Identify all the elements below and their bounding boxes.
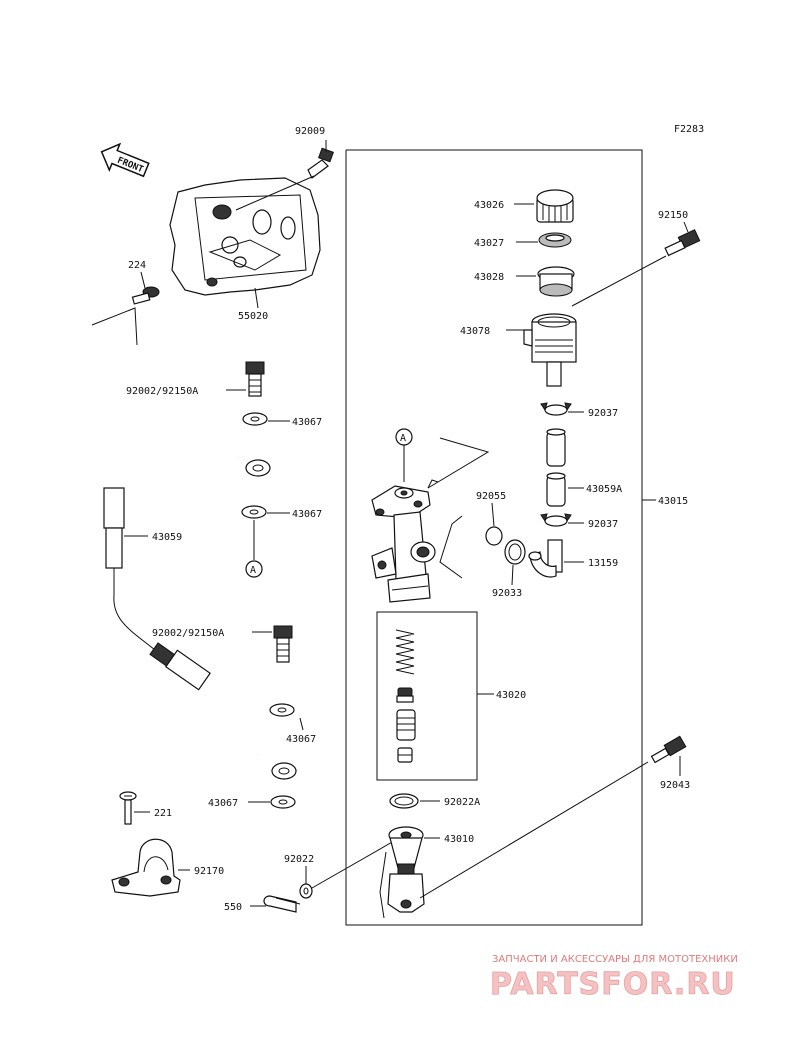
label-92170: 92170 xyxy=(194,866,224,877)
label-43026: 43026 xyxy=(474,200,504,211)
label-221: 221 xyxy=(154,808,172,819)
brake-hose-upper xyxy=(103,416,271,651)
elbow-fitting-13159 xyxy=(528,539,563,578)
label-43015: 43015 xyxy=(658,496,688,507)
circlip-92022A xyxy=(389,793,419,809)
label-13159: 13159 xyxy=(588,558,618,569)
cotter-pin-550 xyxy=(263,895,301,913)
piston-kit-43020-box xyxy=(376,611,478,781)
label-92055: 92055 xyxy=(476,491,506,502)
push-rod-43010 xyxy=(387,826,425,913)
washer-92022 xyxy=(299,883,313,899)
spring xyxy=(395,629,415,675)
primary-cup xyxy=(396,687,414,703)
bolt-224 xyxy=(131,286,160,305)
diaphragm-43028 xyxy=(537,266,575,297)
label-92043: 92043 xyxy=(660,780,690,791)
label-92009: 92009 xyxy=(295,126,325,137)
figure-code: F2283 xyxy=(674,124,704,135)
o-ring-92055 xyxy=(485,526,503,546)
label-92022A: 92022A xyxy=(444,797,480,808)
clip-92037-b xyxy=(540,513,572,527)
guard-plate-55020 xyxy=(169,177,321,296)
label-43067-c: 43067 xyxy=(286,734,316,745)
front-arrow-icon: FRONT xyxy=(100,142,150,178)
label-92037-a: 92037 xyxy=(588,408,618,419)
secondary-cup xyxy=(397,747,413,763)
label-92150: 92150 xyxy=(658,210,688,221)
label-92002-bottom: 92002/92150A xyxy=(152,628,224,639)
brake-hose-lower xyxy=(149,642,297,780)
label-55020: 55020 xyxy=(238,311,268,322)
washer-43067-d xyxy=(270,795,296,809)
watermark-logo: ЗАПЧАСТИ И АКСЕССУАРЫ ДЛЯ МОТОТЕХНИКИ PA… xyxy=(490,954,738,1002)
label-43059: 43059 xyxy=(152,532,182,543)
clamp-92170 xyxy=(111,838,181,897)
banjo-bolt-top xyxy=(245,361,265,397)
ref-circle-a-center: A xyxy=(400,433,406,444)
master-cylinder-body xyxy=(371,479,439,603)
bolt-92150 xyxy=(664,229,701,257)
washer-43067-a xyxy=(242,412,268,426)
watermark-tagline: ЗАПЧАСТИ И АКСЕССУАРЫ ДЛЯ МОТОТЕХНИКИ xyxy=(492,954,738,965)
ref-circle-a-left: A xyxy=(250,565,256,576)
label-550: 550 xyxy=(224,902,242,913)
washer-43067-c xyxy=(269,703,295,717)
reservoir-43078 xyxy=(523,313,577,387)
assembly-43015-bracket xyxy=(345,149,643,926)
circlip-92033 xyxy=(504,539,526,565)
reservoir-cap-43026 xyxy=(536,189,574,223)
label-43059A: 43059A xyxy=(586,484,622,495)
screw-221 xyxy=(119,791,137,825)
label-92033: 92033 xyxy=(492,588,522,599)
watermark-brand: PARTSFOR.RU xyxy=(490,967,736,1002)
label-224: 224 xyxy=(128,260,146,271)
bolt-92009 xyxy=(307,147,334,179)
clip-92037-a xyxy=(540,402,572,416)
banjo-bolt-bottom xyxy=(273,625,293,663)
washer-43067-b xyxy=(241,505,267,519)
label-43067-d: 43067 xyxy=(208,798,238,809)
diaphragm-plate-43027 xyxy=(538,232,572,248)
label-43027: 43027 xyxy=(474,238,504,249)
label-43010: 43010 xyxy=(444,834,474,845)
label-43028: 43028 xyxy=(474,272,504,283)
label-92037-b: 92037 xyxy=(588,519,618,530)
label-43020: 43020 xyxy=(496,690,526,701)
reservoir-hose-43059A xyxy=(546,428,566,507)
label-92022: 92022 xyxy=(284,854,314,865)
label-43067-a: 43067 xyxy=(292,417,322,428)
clevis-pin-92043 xyxy=(650,735,687,764)
label-43067-b: 43067 xyxy=(292,509,322,520)
piston xyxy=(396,709,416,741)
label-43078: 43078 xyxy=(460,326,490,337)
label-92002-top: 92002/92150A xyxy=(126,386,198,397)
